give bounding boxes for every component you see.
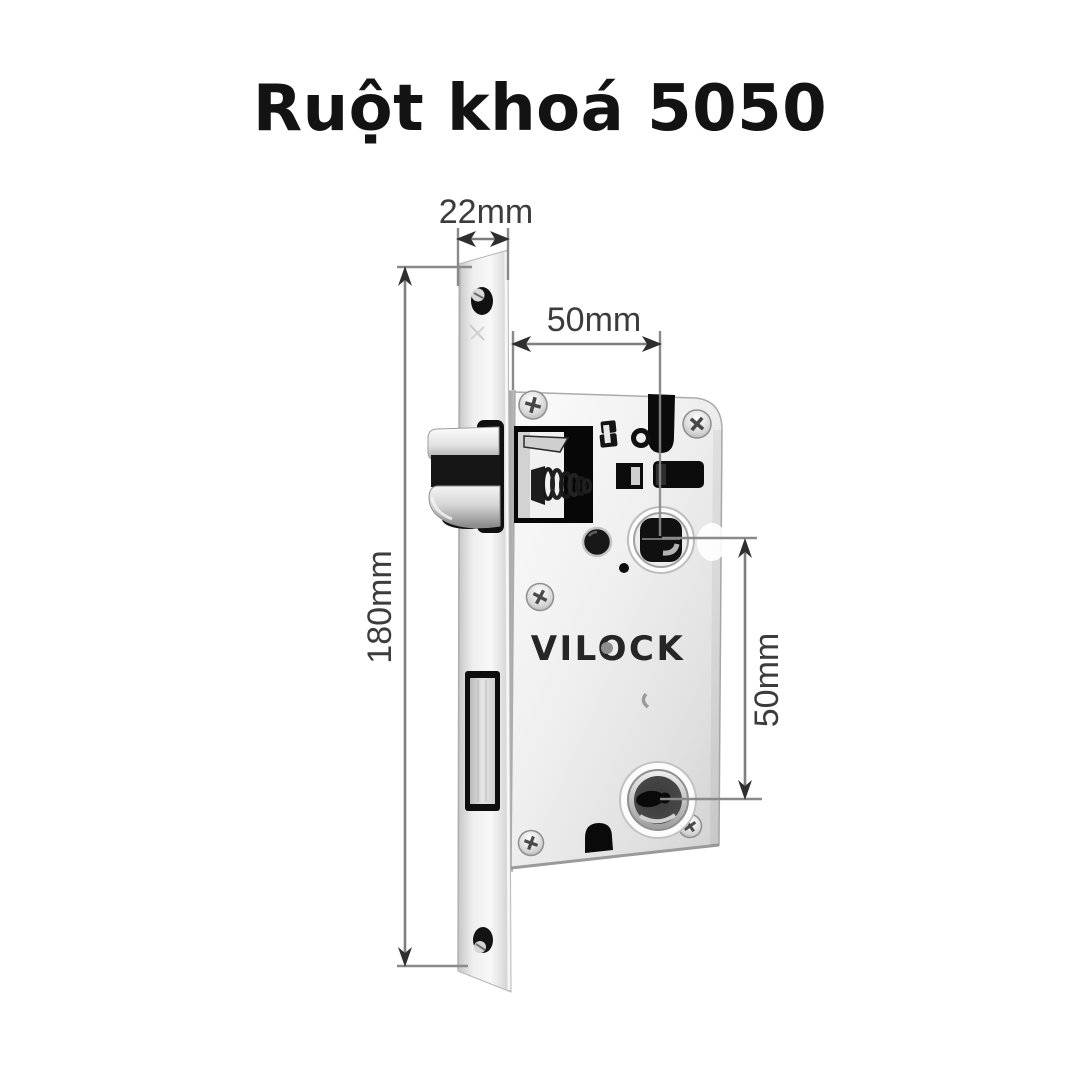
screw-mid-left [525, 582, 555, 612]
latch-bolt [427, 420, 504, 533]
cylinder-hole [619, 761, 697, 839]
screw-top-right [682, 409, 712, 439]
spring-coil [531, 466, 593, 505]
pin-dot [619, 563, 629, 573]
page-title: Ruột khoá 5050 [252, 72, 828, 146]
screw-top-left [518, 390, 548, 420]
dimension-faceplate-width: 22mm [439, 193, 533, 286]
dimension-backset: 50mm [511, 301, 662, 536]
faceplate [457, 249, 512, 993]
faceplate-bottom-screw [473, 927, 493, 953]
brand-logo: VILOCK [531, 629, 683, 669]
dimension-label-50mm-top: 50mm [547, 301, 641, 339]
dimension-label-22mm: 22mm [439, 193, 533, 231]
dimension-hole-center-distance: 50mm [660, 523, 786, 814]
dimension-label-180mm: 180mm [361, 550, 399, 663]
bottom-notch [585, 823, 613, 853]
screw-bottom-left [517, 829, 545, 857]
dimension-label-50mm-right: 50mm [748, 633, 786, 727]
crescent-mark [641, 692, 650, 709]
faceplate-top-screw [469, 287, 493, 341]
brand-logo-o-dot [601, 642, 613, 654]
small-ring-hole [631, 428, 651, 448]
deadbolt-slot [465, 671, 500, 811]
stamped-hole [599, 420, 618, 448]
top-slot [648, 394, 675, 453]
spindle-hole [627, 506, 695, 574]
dimension-faceplate-height: 180mm [361, 265, 472, 968]
spring-window [514, 426, 593, 523]
lock-body-illustration: VILOCK [427, 249, 723, 993]
